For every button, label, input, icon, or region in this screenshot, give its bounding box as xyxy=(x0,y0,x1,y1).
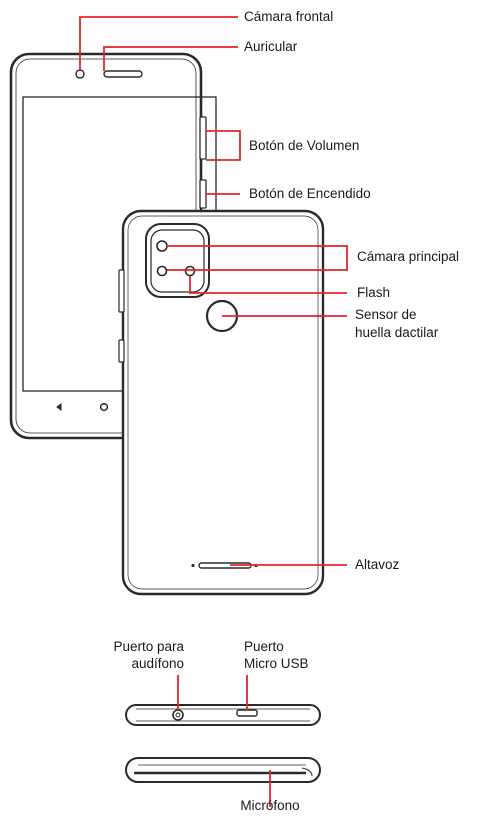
callout-lines xyxy=(79,16,348,807)
label-main-camera: Cámara principal xyxy=(357,249,460,264)
earpiece-slot xyxy=(103,70,143,78)
label-front-camera: Cámara frontal xyxy=(244,9,334,24)
back-icon xyxy=(56,403,62,411)
flash-lens xyxy=(184,265,196,277)
label-usb-line1: Puerto xyxy=(244,639,284,654)
back-phone-inner-edge xyxy=(127,215,319,590)
back-side-key-2 xyxy=(118,339,125,363)
label-power-button: Botón de Encendido xyxy=(249,186,371,201)
label-fingerprint-line1: Sensor de xyxy=(355,307,417,322)
label-speaker: Altavoz xyxy=(355,557,400,572)
callout-volume xyxy=(206,130,241,161)
home-icon xyxy=(99,402,109,412)
top-edge-view xyxy=(125,704,321,726)
headphone-jack xyxy=(172,709,184,721)
back-phone xyxy=(118,209,325,596)
label-volume-button: Botón de Volumen xyxy=(249,138,360,153)
front-camera-lens xyxy=(75,69,85,79)
callout-earpiece xyxy=(103,46,238,71)
label-headphone-line2: audífono xyxy=(131,656,184,671)
callout-front-camera xyxy=(79,16,238,70)
secondary-camera-lens xyxy=(156,265,168,277)
micro-usb-port xyxy=(236,709,258,717)
volume-key xyxy=(199,116,207,160)
label-fingerprint-line2: huella dactilar xyxy=(355,325,439,340)
camera-module-outer xyxy=(145,223,210,298)
bottom-edge-body xyxy=(125,757,321,783)
back-phone-body xyxy=(121,209,325,596)
label-headphone-line1: Puerto para xyxy=(113,639,184,654)
top-edge-body xyxy=(125,704,321,726)
camera-module-inner xyxy=(150,229,205,293)
label-usb-line2: Micro USB xyxy=(244,656,309,671)
label-earpiece: Auricular xyxy=(244,39,298,54)
power-key xyxy=(199,179,207,209)
speaker-dot-left xyxy=(191,563,195,568)
label-flash: Flash xyxy=(357,285,391,300)
bottom-edge-view xyxy=(125,757,321,783)
label-microphone: Micrófono xyxy=(240,798,300,813)
callout-flash xyxy=(189,276,347,294)
callout-main-camera xyxy=(167,245,348,271)
back-side-key-1 xyxy=(118,269,125,313)
